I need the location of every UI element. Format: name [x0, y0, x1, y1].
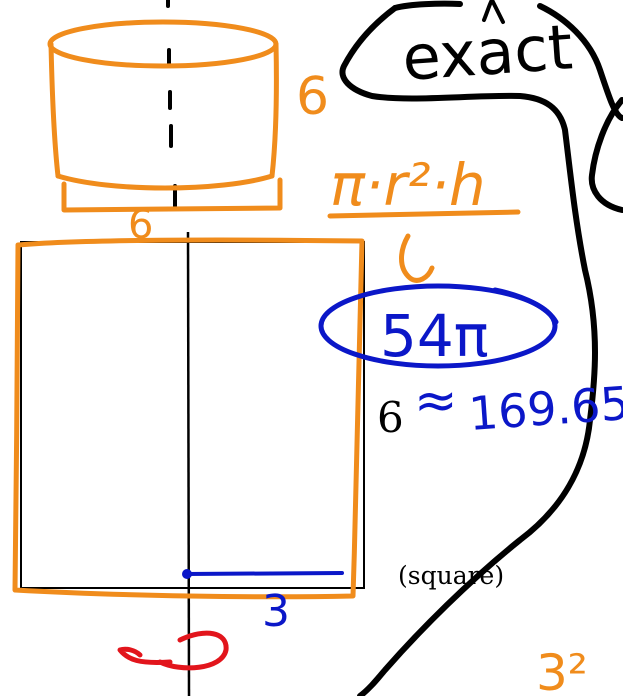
cylinder-height-label: 6 [296, 67, 329, 127]
approx-volume-label: 169.65 [467, 376, 623, 441]
cylinder-left-side [48, 41, 61, 179]
radius-label: 3 [262, 586, 290, 637]
square-orange-outline [12, 237, 365, 600]
radius-marker [182, 569, 344, 579]
cylinder-right-side [269, 41, 279, 179]
cylinder-diameter-bracket [61, 177, 283, 213]
approx-symbol: ≈ [414, 371, 458, 431]
cloud-outline [339, 0, 623, 696]
square-caption: (square) [398, 561, 504, 590]
formula-label: π·r²·h [330, 151, 486, 219]
cylinder-diameter-label: 6 [128, 202, 153, 248]
rotation-axis [186, 231, 191, 696]
exact-volume-label: 54π [380, 302, 489, 370]
exact-label: exact [400, 10, 575, 95]
square-drawing [12, 231, 365, 696]
rotation-arrow [117, 630, 229, 671]
square-black-outline [20, 241, 365, 589]
cylinder-bottom-curve [55, 173, 275, 191]
formula-underline [327, 209, 521, 219]
caret-mark [482, 0, 505, 24]
axis-dashes [166, 0, 177, 208]
answer-circle [318, 283, 559, 369]
formula-arrow [399, 233, 435, 283]
square-side-label: 6 [377, 393, 404, 442]
partial-expression: 3² [536, 644, 588, 696]
cylinder-drawing [47, 19, 283, 213]
cylinder-top-ellipse [47, 19, 279, 69]
